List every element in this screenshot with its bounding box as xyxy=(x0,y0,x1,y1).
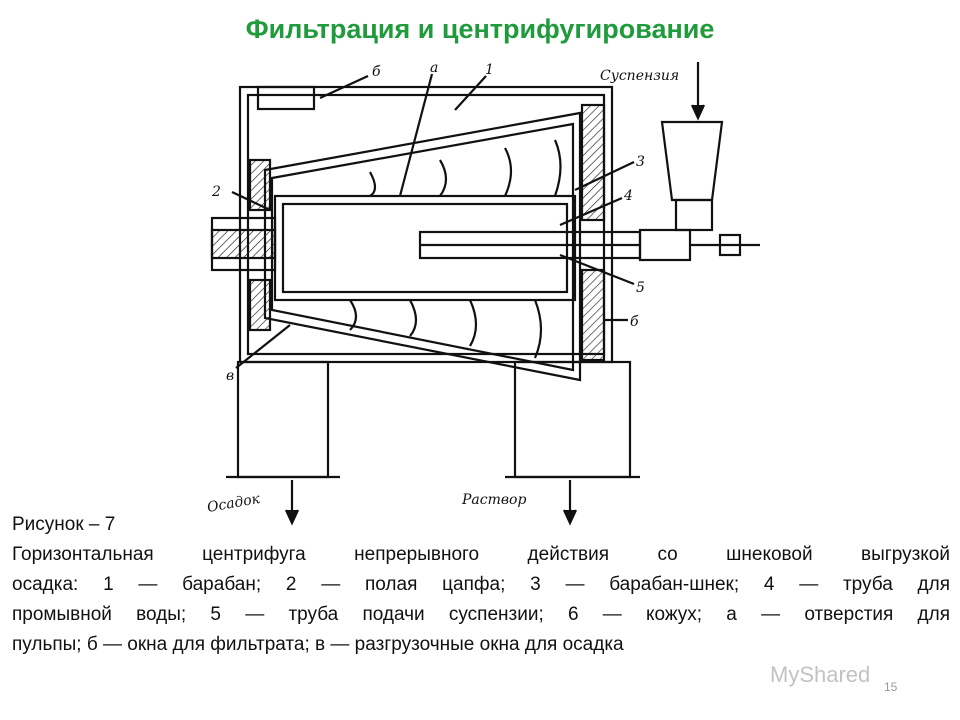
label-trunnion: 2 xyxy=(211,184,221,200)
left-leg xyxy=(236,360,330,479)
label-solution: Раствор xyxy=(461,492,526,508)
caption-line-1: Горизонтальная центрифуга непрерывного д… xyxy=(12,544,950,565)
label-drum: 1 xyxy=(485,62,494,78)
label-windows: б xyxy=(630,314,639,330)
label-shell: б xyxy=(372,64,381,80)
screw-drum xyxy=(273,194,577,302)
drum-cone xyxy=(263,111,582,382)
top-cap xyxy=(256,85,316,111)
caption-line-3: промывной воды; 5 — труба подачи суспенз… xyxy=(12,604,950,625)
caption-line-2: осадка: 1 — барабан; 2 — полая цапфа; 3 … xyxy=(12,574,950,595)
figure-caption: Рисунок – 7 Горизонтальная центрифуга не… xyxy=(12,510,950,660)
watermark: MyShared xyxy=(770,662,871,687)
label-unload: в xyxy=(226,368,234,384)
label-suspension: Суспензия xyxy=(600,68,679,84)
feed-funnel xyxy=(660,120,724,202)
page-number: 15 xyxy=(884,680,898,694)
centrifuge-diagram: б а 1 Суспензия 3 4 5 б 2 в Осадок Раств… xyxy=(206,60,760,526)
label-screw: 3 xyxy=(636,154,645,170)
casing-outer xyxy=(238,85,614,364)
label-feed-pipe: 5 xyxy=(636,280,645,296)
figure-number: Рисунок – 7 xyxy=(12,514,116,535)
caption-line-4: пульпы; б — окна для фильтрата; в — разг… xyxy=(12,634,624,655)
label-holes: а xyxy=(430,60,438,76)
slide-title: Фильтрация и центрифугирование xyxy=(245,14,715,44)
label-wash-pipe: 4 xyxy=(623,188,633,204)
